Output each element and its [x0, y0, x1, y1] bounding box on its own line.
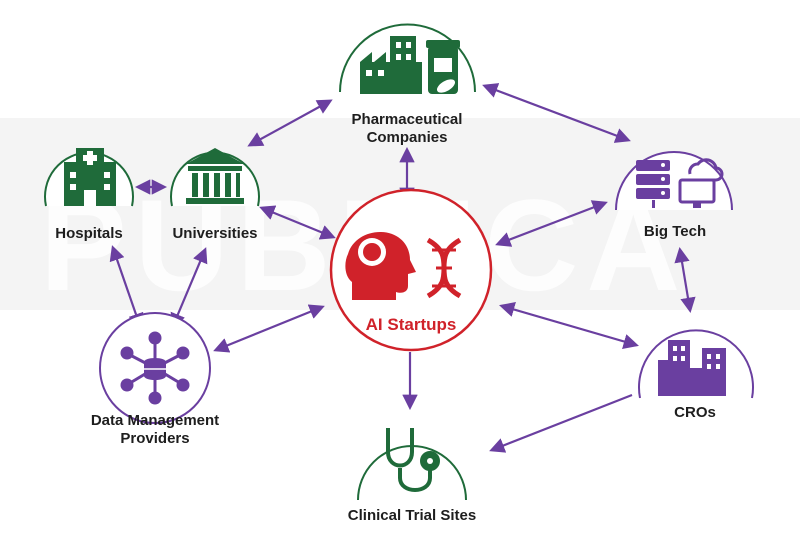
- data-label: Data Management Providers: [75, 412, 235, 448]
- brain-dna-icon: [345, 232, 462, 300]
- pharma-node: [339, 23, 476, 94]
- arrow-center-cros: [499, 302, 639, 349]
- arrow-hospitals-data: [109, 245, 144, 329]
- stethoscope-icon: [386, 428, 440, 492]
- bigtech-label: Big Tech: [643, 223, 707, 240]
- bigtech-node: [615, 151, 733, 211]
- center-node: [329, 188, 493, 352]
- arrow-center-data: [213, 304, 325, 353]
- pharma-label-line1: Pharmaceutical: [351, 111, 463, 128]
- pharma-label-line2: Companies: [366, 129, 448, 146]
- arrow-bigtech-center: [495, 200, 608, 247]
- network-database-icon: [120, 331, 190, 405]
- arrow-cros-clinical: [489, 393, 633, 453]
- arrow-universities-center: [259, 205, 336, 240]
- arrow-pharma-universities: [247, 99, 333, 147]
- connections: [109, 83, 696, 353]
- data-label-line1: Data Management: [90, 412, 220, 429]
- hospitals-node: [44, 148, 134, 207]
- universities-node: [170, 148, 260, 207]
- arrow-bigtech-cros: [674, 246, 696, 314]
- hospitals-label: Hospitals: [55, 225, 123, 242]
- arrow-pharma-bigtech: [482, 83, 631, 143]
- pharma-label: Pharmaceutical Companies: [337, 111, 477, 147]
- universities-label: Universities: [172, 225, 258, 242]
- buildings-icon: [658, 340, 726, 396]
- hospital-icon: [64, 148, 116, 206]
- university-icon: [186, 148, 244, 204]
- center-label: AI Startups: [365, 315, 457, 334]
- clinical-node: [357, 428, 467, 501]
- clinical-label: Clinical Trial Sites: [347, 507, 477, 524]
- data-node: [99, 312, 211, 424]
- cros-label: CROs: [674, 404, 716, 421]
- data-label-line2: Providers: [120, 430, 190, 447]
- arrow-universities-data: [170, 247, 208, 329]
- server-cloud-icon: [636, 158, 724, 208]
- cros-node: [638, 329, 754, 399]
- factory-pill-icon: [360, 36, 460, 94]
